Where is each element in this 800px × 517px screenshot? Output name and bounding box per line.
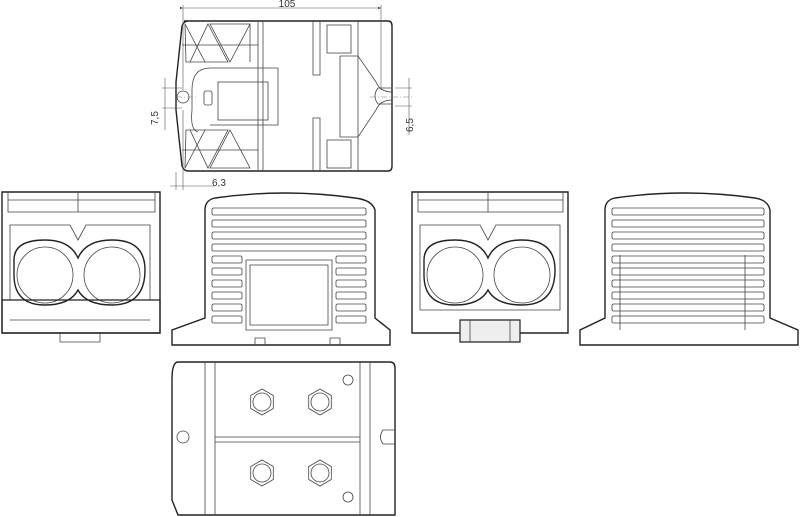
rib <box>211 279 243 288</box>
rib <box>211 219 367 228</box>
rib <box>611 267 765 276</box>
rib <box>611 219 765 228</box>
dimension-label: 6,5 <box>405 118 416 132</box>
rib <box>611 243 765 252</box>
side-view <box>171 192 391 346</box>
hex-bore <box>252 463 272 483</box>
hex-nut <box>308 459 332 487</box>
rib <box>211 291 243 300</box>
dimension-label: 7,5 <box>150 111 161 125</box>
rib <box>611 255 765 264</box>
rib <box>211 231 367 240</box>
rib <box>211 303 243 312</box>
front-view <box>1 191 161 343</box>
rib <box>211 207 367 216</box>
dimension-label: 105 <box>279 0 296 10</box>
hex-nut <box>250 459 274 487</box>
rib <box>335 279 367 288</box>
rib <box>211 267 243 276</box>
rib <box>335 255 367 264</box>
hex-nut <box>250 388 274 416</box>
bottom-view <box>171 361 396 516</box>
top-view: 105 7,5 6,3 6,5 <box>150 0 416 190</box>
hex-nut <box>308 388 332 416</box>
rib <box>611 315 765 324</box>
rib <box>335 303 367 312</box>
side-view-alt <box>579 192 799 346</box>
rib <box>211 243 367 252</box>
hex-bore <box>310 463 330 483</box>
front-view-alt <box>411 191 569 343</box>
rib <box>611 303 765 312</box>
rib <box>611 291 765 300</box>
rib <box>611 207 765 216</box>
rib <box>211 315 243 324</box>
rib <box>211 255 243 264</box>
rib <box>611 279 765 288</box>
dimension-label: 6,3 <box>212 178 226 189</box>
rib <box>611 231 765 240</box>
rib <box>335 291 367 300</box>
hex-bore <box>310 392 330 412</box>
rib <box>335 267 367 276</box>
hex-bore <box>252 392 272 412</box>
rib <box>335 315 367 324</box>
